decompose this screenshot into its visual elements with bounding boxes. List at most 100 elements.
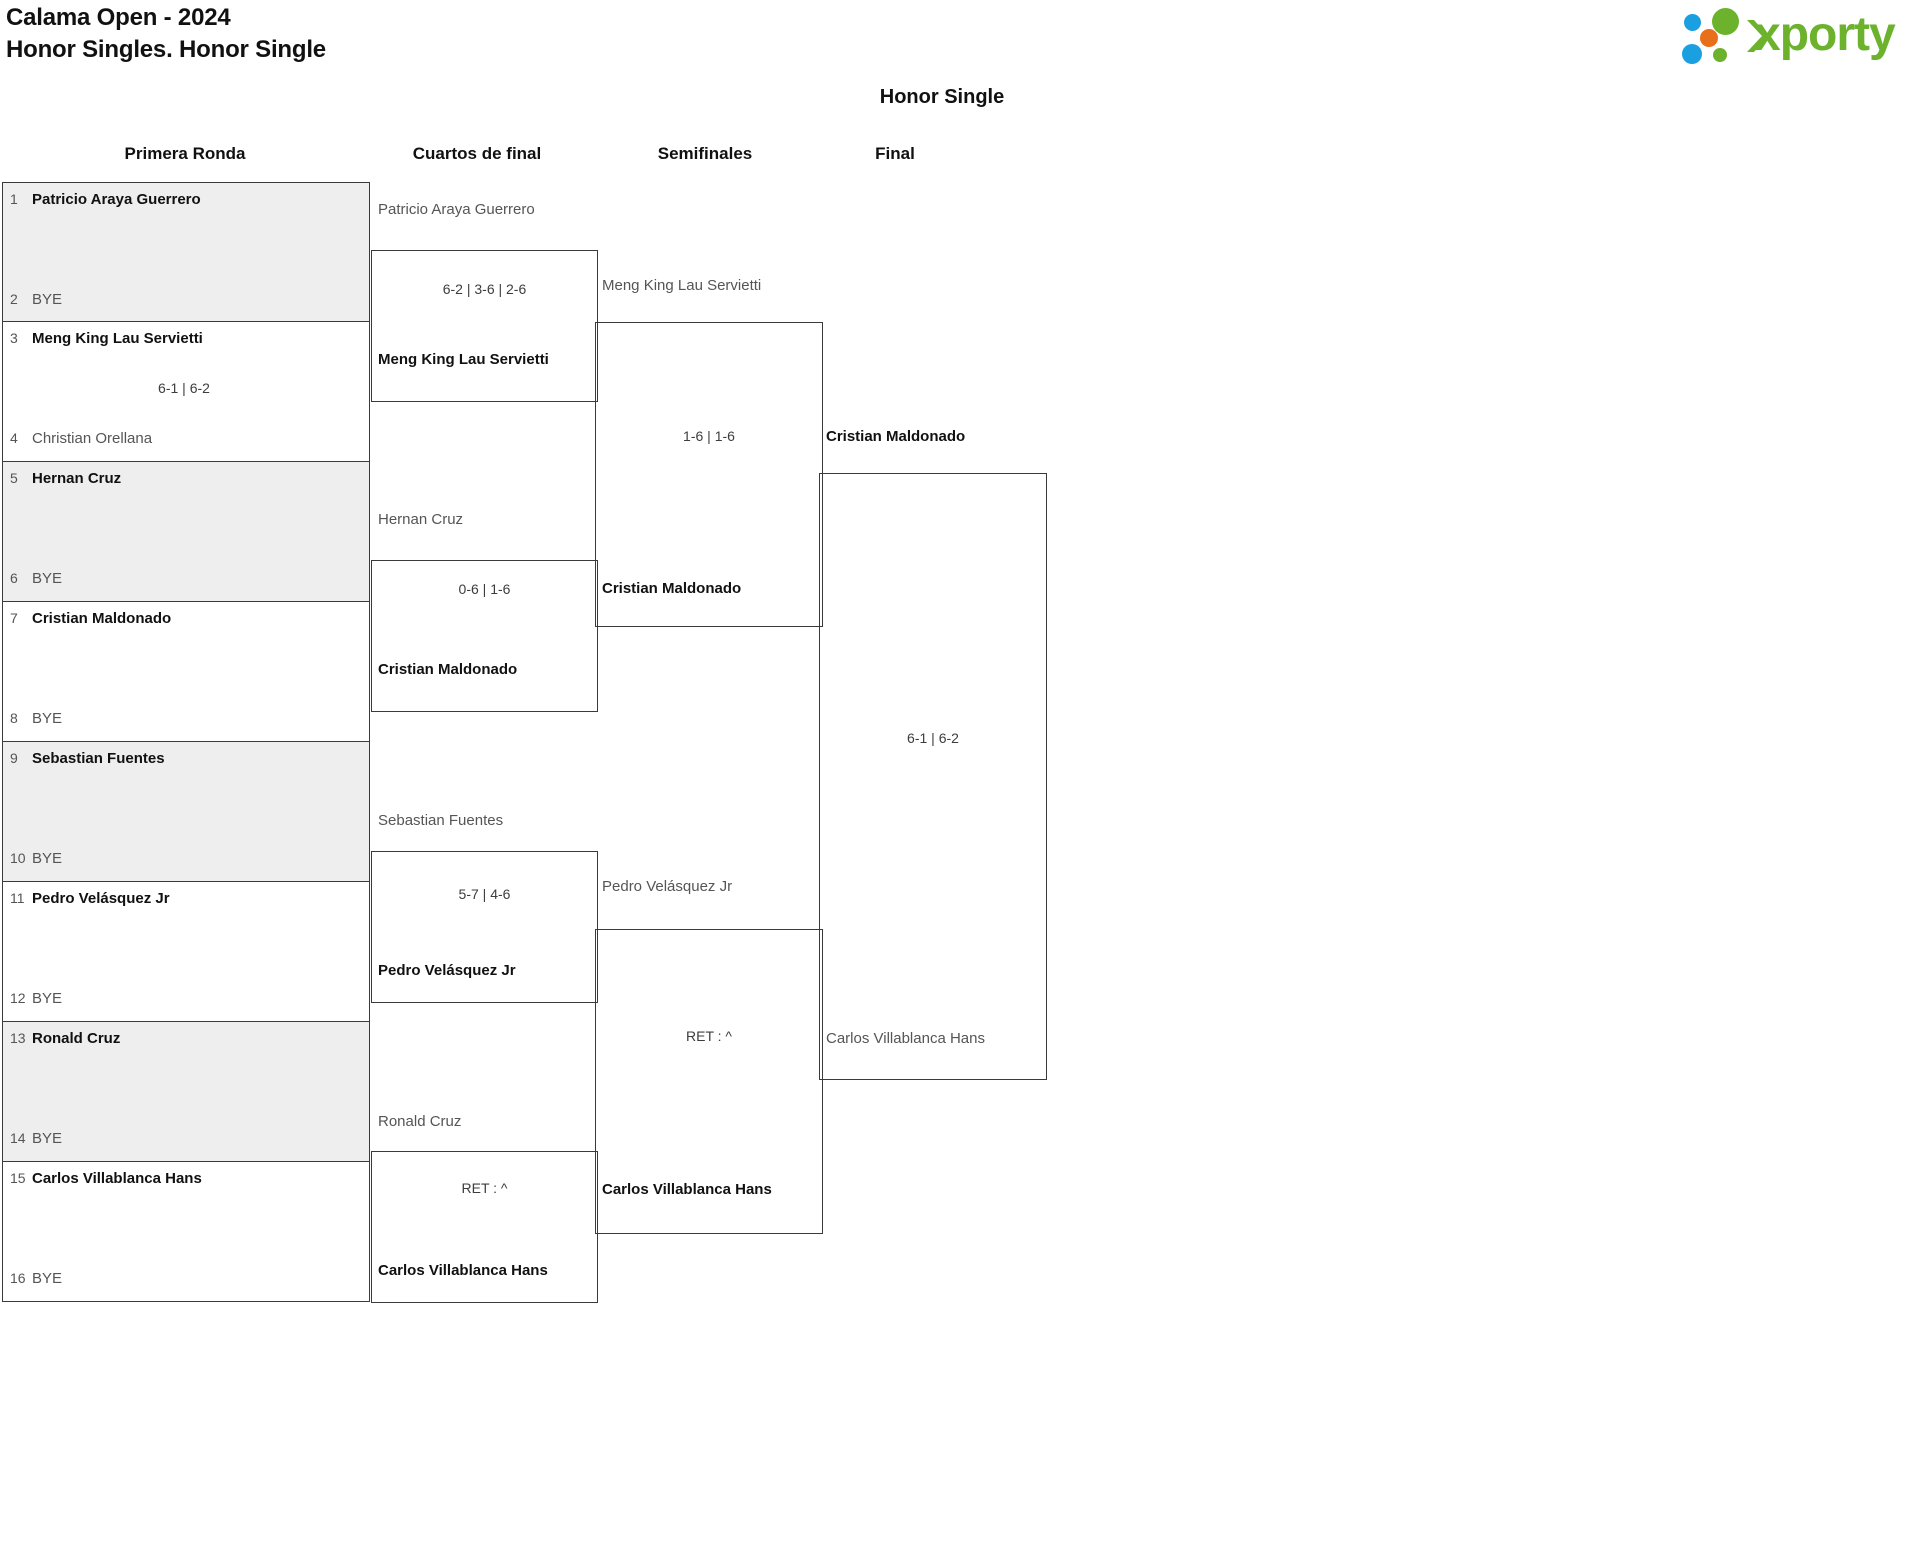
bracket-title: Honor Single	[0, 86, 1920, 109]
tournament-category: Honor Singles. Honor Single	[6, 36, 326, 63]
qf-match-box[interactable]	[371, 560, 598, 712]
seed-number: 16	[10, 1270, 26, 1286]
r1-entry[interactable]: 13 Ronald Cruz	[10, 1030, 358, 1052]
seed-number: 11	[10, 890, 25, 906]
bracket-title-text: Honor Single	[879, 86, 1005, 108]
sf-top-player[interactable]: Pedro Velásquez Jr	[602, 878, 733, 895]
sf-match-box[interactable]	[595, 929, 823, 1234]
seed-number: 12	[10, 990, 26, 1006]
seed-number: 2	[10, 291, 18, 307]
match-score	[10, 662, 358, 682]
r1-match-block[interactable]: 9 Sebastian Fuentes 10 BYE	[2, 742, 370, 882]
player-name: Cristian Maldonado	[32, 610, 172, 627]
player-name: BYE	[32, 1270, 63, 1287]
round-header-cuartos-de-final: Cuartos de final	[412, 144, 542, 163]
logo-wordmark: xporty	[1754, 8, 1896, 61]
sf-top-player[interactable]: Meng King Lau Servietti	[602, 277, 762, 294]
player-name: Pedro Velásquez Jr	[32, 890, 170, 907]
qf-top-player[interactable]: Sebastian Fuentes	[378, 812, 504, 829]
qf-score: 6-2 | 3-6 | 2-6	[442, 281, 527, 297]
sf-score: RET : ^	[686, 1028, 732, 1044]
qf-bottom-player[interactable]: Cristian Maldonado	[378, 661, 518, 678]
qf-match-box[interactable]	[371, 1151, 598, 1303]
r1-entry[interactable]: 6 BYE	[10, 570, 358, 592]
seed-number: 15	[10, 1170, 26, 1186]
r1-match-block[interactable]: 11 Pedro Velásquez Jr 12 BYE	[2, 882, 370, 1022]
seed-number: 3	[10, 330, 18, 346]
seed-number: 5	[10, 470, 18, 486]
r1-entry[interactable]: 5 Hernan Cruz	[10, 470, 358, 492]
r1-entry[interactable]: 10 BYE	[10, 850, 358, 872]
qf-match-box[interactable]	[371, 851, 598, 1003]
sf-bottom-player[interactable]: Cristian Maldonado	[602, 580, 742, 597]
round-header-semifinales: Semifinales	[657, 144, 753, 163]
logo-dots-icon	[1682, 6, 1760, 64]
tournament-title-block: Calama Open - 2024 Honor Singles. Honor …	[6, 2, 326, 66]
qf-score: 5-7 | 4-6	[458, 886, 511, 902]
player-name: BYE	[32, 710, 63, 727]
seed-number: 9	[10, 750, 18, 766]
r1-entry[interactable]: 12 BYE	[10, 990, 358, 1012]
seed-number: 7	[10, 610, 18, 626]
qf-score: RET : ^	[461, 1180, 508, 1196]
r1-match-block[interactable]: 1 Patricio Araya Guerrero 2 BYE	[2, 182, 370, 322]
seed-number: 8	[10, 710, 18, 726]
qf-bottom-player[interactable]: Carlos Villablanca Hans	[378, 1262, 548, 1279]
player-name: Ronald Cruz	[32, 1030, 121, 1047]
r1-entry[interactable]: 2 BYE	[10, 291, 358, 313]
final-score: 6-1 | 6-2	[907, 730, 959, 746]
qf-bottom-player[interactable]: Meng King Lau Servietti	[378, 351, 549, 368]
sf-bottom-player[interactable]: Carlos Villablanca Hans	[602, 1181, 772, 1198]
seed-number: 6	[10, 570, 18, 586]
final-bottom-player[interactable]: Carlos Villablanca Hans	[826, 1030, 985, 1047]
sf-match-box[interactable]	[595, 322, 823, 627]
final-top-player[interactable]: Cristian Maldonado	[826, 428, 966, 445]
r1-entry[interactable]: 14 BYE	[10, 1130, 358, 1152]
seed-number: 1	[10, 191, 18, 207]
match-score	[10, 802, 358, 822]
qf-score: 0-6 | 1-6	[458, 581, 511, 597]
xporty-logo[interactable]: xporty	[1682, 4, 1912, 66]
seed-number: 4	[10, 430, 18, 446]
seed-number: 10	[10, 850, 26, 866]
qf-match-box[interactable]	[371, 250, 598, 402]
player-name: Christian Orellana	[32, 430, 153, 447]
match-score	[10, 1082, 358, 1102]
player-name: BYE	[32, 990, 63, 1007]
r1-match-block[interactable]: 7 Cristian Maldonado 8 BYE	[2, 602, 370, 742]
r1-entry[interactable]: 1 Patricio Araya Guerrero	[10, 191, 358, 213]
player-name: Patricio Araya Guerrero	[32, 191, 201, 208]
player-name: BYE	[32, 570, 63, 587]
r1-entry[interactable]: 3 Meng King Lau Servietti	[10, 330, 358, 352]
final-match-box[interactable]	[819, 473, 1047, 1080]
qf-top-player[interactable]: Hernan Cruz	[378, 511, 464, 528]
r1-entry[interactable]: 9 Sebastian Fuentes	[10, 750, 358, 772]
seed-number: 14	[10, 1130, 26, 1146]
match-score	[10, 243, 358, 263]
r1-entry[interactable]: 16 BYE	[10, 1270, 358, 1292]
r1-match-block[interactable]: 13 Ronald Cruz 14 BYE	[2, 1022, 370, 1162]
logo-chevron-icon	[1747, 20, 1768, 52]
player-name: BYE	[32, 291, 63, 308]
qf-bottom-player[interactable]: Pedro Velásquez Jr	[378, 962, 516, 979]
r1-entry[interactable]: 4 Christian Orellana	[10, 430, 358, 452]
player-name: Meng King Lau Servietti	[32, 330, 203, 347]
player-name: Hernan Cruz	[32, 470, 122, 487]
match-score	[10, 522, 358, 542]
match-score	[10, 942, 358, 962]
player-name: BYE	[32, 850, 63, 867]
page-header: Calama Open - 2024 Honor Singles. Honor …	[0, 0, 1920, 72]
player-name: Sebastian Fuentes	[32, 750, 165, 767]
qf-top-player[interactable]: Patricio Araya Guerrero	[378, 201, 535, 218]
seed-number: 13	[10, 1030, 26, 1046]
r1-entry[interactable]: 8 BYE	[10, 710, 358, 732]
player-name: BYE	[32, 1130, 63, 1147]
r1-match-block[interactable]: 5 Hernan Cruz 6 BYE	[2, 462, 370, 602]
r1-entry[interactable]: 7 Cristian Maldonado	[10, 610, 358, 632]
qf-top-player[interactable]: Ronald Cruz	[378, 1113, 462, 1130]
r1-entry[interactable]: 11 Pedro Velásquez Jr	[10, 890, 358, 912]
